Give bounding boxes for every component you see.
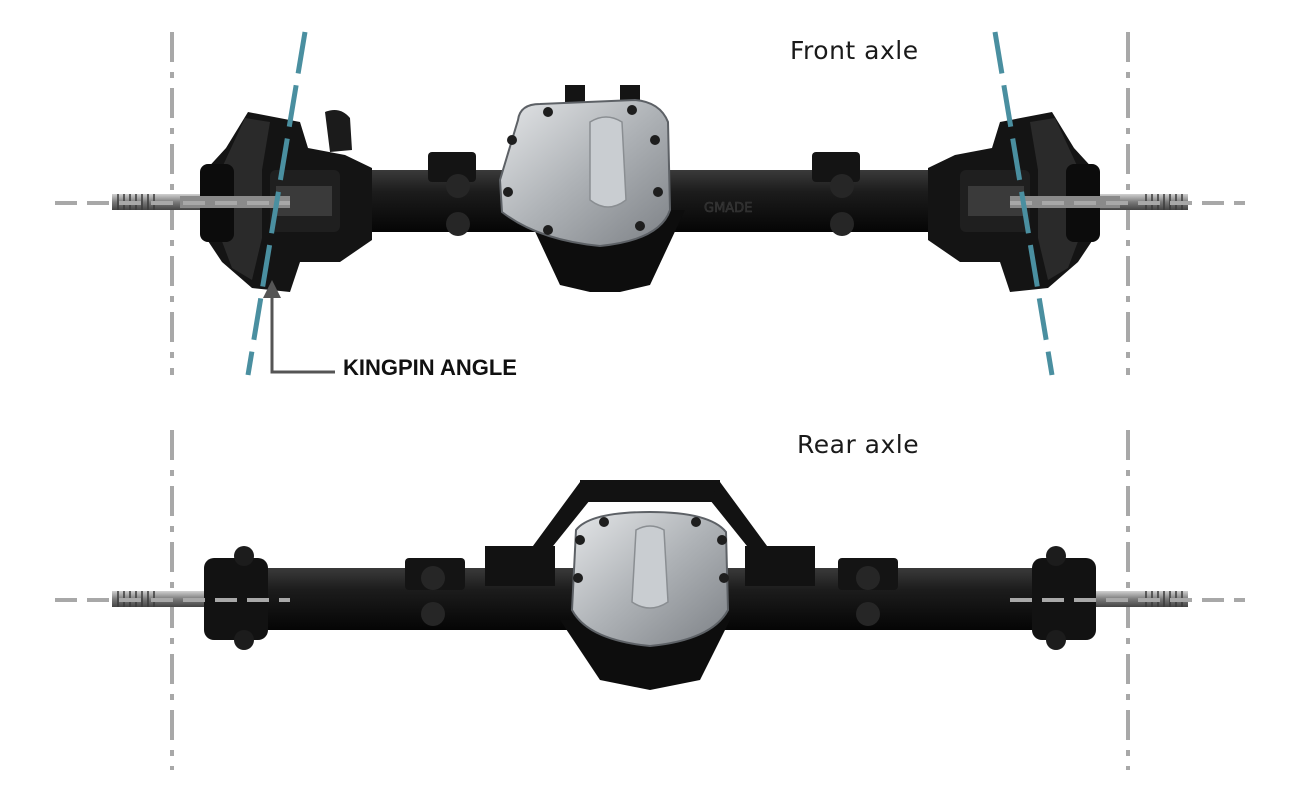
kingpin-angle-label: KINGPIN ANGLE — [343, 355, 517, 380]
rear-axle — [55, 480, 1245, 690]
front-differential — [498, 85, 685, 292]
front-diff-cover — [498, 98, 672, 248]
kingpin-axis-lines — [245, 31, 1055, 376]
kingpin-leader — [270, 296, 335, 374]
rear-link-bracket — [485, 480, 815, 586]
front-tube-mounts — [428, 152, 860, 236]
kingpin-axis-left — [245, 31, 308, 376]
rear-differential — [560, 510, 730, 690]
axle-logo-mark: GMADE — [704, 201, 752, 216]
kingpin-axis-right — [992, 31, 1055, 376]
front-axle: GMADE — [55, 31, 1245, 376]
rear-tube-mounts — [405, 558, 898, 626]
rear-axle-title: Rear axle — [797, 430, 920, 459]
front-axle-title: Front axle — [790, 36, 919, 65]
arrow-up-icon — [263, 280, 281, 298]
